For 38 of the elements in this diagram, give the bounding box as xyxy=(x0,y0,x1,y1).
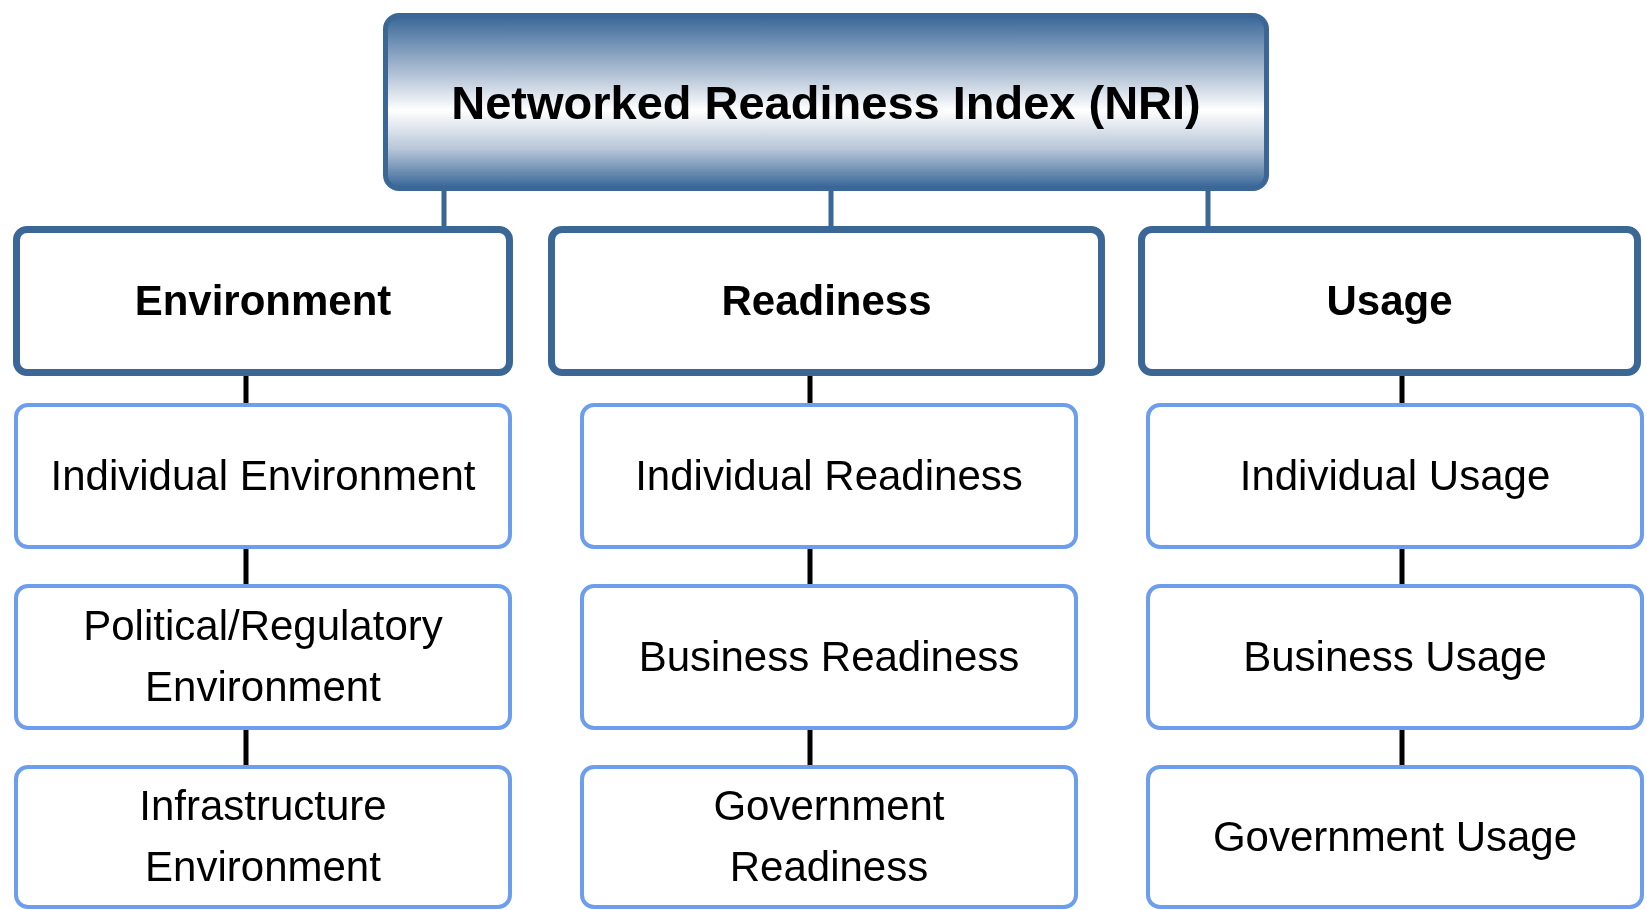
box-label: Individual Environment xyxy=(50,450,476,501)
box-label: Usage xyxy=(1326,277,1453,325)
sub-index-box xyxy=(14,584,512,730)
connector-line xyxy=(807,549,813,584)
box-label: Government Readiness xyxy=(712,781,946,892)
connector-line xyxy=(243,549,249,584)
box-label: Networked Readiness Index (NRI) xyxy=(451,74,1201,130)
connector-line xyxy=(807,730,813,765)
connector-line xyxy=(1399,730,1405,765)
sub-index-box xyxy=(14,765,512,909)
connector-line xyxy=(441,191,447,226)
sub-index-box xyxy=(580,403,1078,549)
box-label: Individual Usage xyxy=(1239,450,1551,501)
pillar-box xyxy=(13,226,513,376)
connector-line xyxy=(828,191,834,226)
sub-index-box xyxy=(580,584,1078,730)
box-label: Political/Regulatory Environment xyxy=(82,601,444,712)
title-box xyxy=(383,13,1269,191)
sub-index-box xyxy=(1146,765,1644,909)
connector-line xyxy=(243,376,249,403)
connector-line xyxy=(1205,191,1211,226)
sub-index-box xyxy=(1146,403,1644,549)
sub-index-box xyxy=(580,765,1078,909)
connector-line xyxy=(807,376,813,403)
box-label: Government Usage xyxy=(1212,811,1578,862)
box-label: Business Usage xyxy=(1243,631,1547,682)
connector-line xyxy=(243,730,249,765)
box-label: Environment xyxy=(134,277,392,325)
pillar-box xyxy=(1138,226,1641,376)
connector-line xyxy=(1399,549,1405,584)
connector-line xyxy=(1399,376,1405,403)
sub-index-box xyxy=(14,403,512,549)
box-label: Readiness xyxy=(721,277,932,325)
box-label: Business Readiness xyxy=(638,631,1020,682)
box-label: Individual Readiness xyxy=(635,450,1023,501)
sub-index-box xyxy=(1146,584,1644,730)
box-label: Infrastructure Environment xyxy=(138,781,388,892)
pillar-box xyxy=(548,226,1105,376)
